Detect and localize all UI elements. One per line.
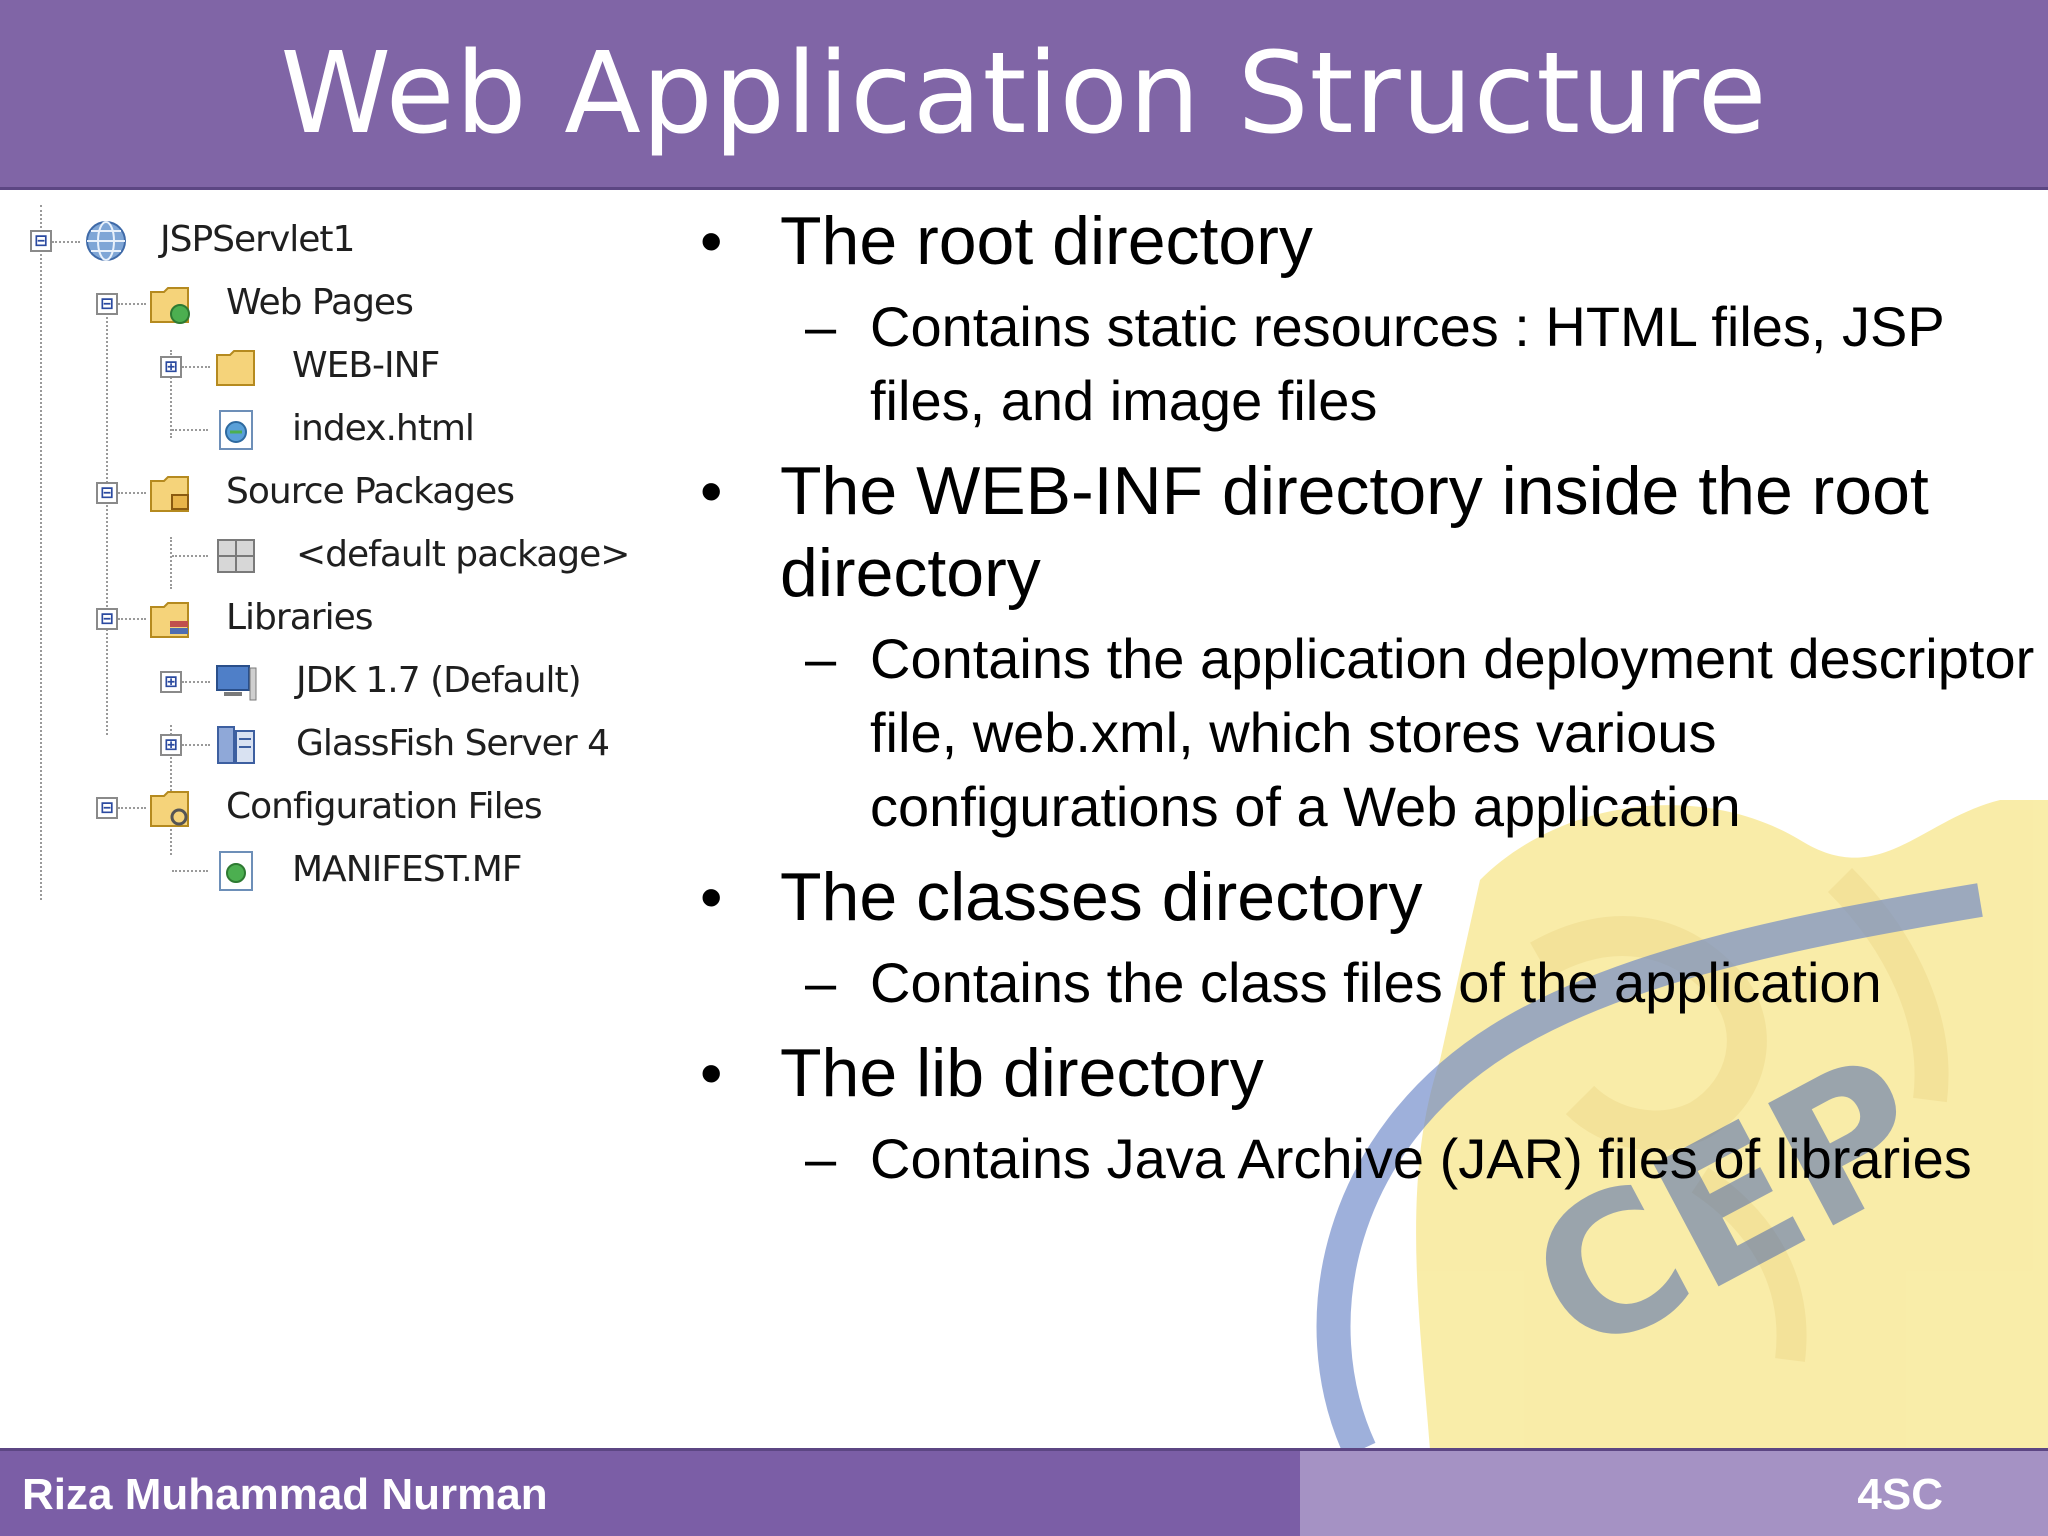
title-bar: Web Application Structure — [0, 0, 2048, 190]
tree-node-project[interactable]: ⊟ JSPServlet1 — [0, 213, 600, 269]
bullet-dot: • — [700, 861, 723, 933]
package-icon — [217, 539, 255, 573]
sub-bullet-text: Contains Java Archive (JAR) files of lib… — [870, 1127, 1972, 1190]
project-tree: ⊟ JSPServlet1 ⊟ Web Pages ⊞ WEB-INF — [0, 205, 680, 905]
collapse-icon[interactable]: ⊟ — [96, 293, 118, 315]
server-library-icon — [217, 726, 255, 764]
watermark-logo: CEP — [1316, 800, 2048, 1450]
tree-node-manifest[interactable]: MANIFEST.MF — [0, 843, 600, 899]
footer-left-bar — [0, 1448, 1300, 1536]
tree-node-label: JDK 1.7 (Default) — [296, 660, 582, 701]
tree-node-label: <default package> — [296, 534, 630, 575]
collapse-icon[interactable]: ⊟ — [30, 230, 52, 252]
footer-right-bar — [1300, 1448, 2048, 1536]
bullet-text: The WEB-INF directory inside the root di… — [780, 453, 1929, 611]
sub-bullet-dash: – — [805, 951, 837, 1014]
bullet-item: • The lib directory — [700, 1032, 2040, 1114]
slide-title: Web Application Structure — [280, 28, 1768, 159]
bullet-item: • The root directory — [700, 200, 2040, 282]
manifest-file-icon — [219, 851, 253, 891]
collapse-icon[interactable]: ⊟ — [96, 482, 118, 504]
tree-node-label: Source Packages — [226, 471, 515, 512]
collapse-icon[interactable]: ⊟ — [96, 608, 118, 630]
library-folder-icon — [150, 602, 189, 638]
globe-icon — [86, 221, 126, 261]
expand-icon[interactable]: ⊞ — [160, 734, 182, 756]
tree-node-label: Libraries — [226, 597, 373, 638]
sub-bullet-text: Contains the class files of the applicat… — [870, 951, 1882, 1014]
bullet-text: The lib directory — [780, 1035, 1264, 1111]
sub-bullet-dash: – — [805, 1127, 837, 1190]
sub-bullet-dash: – — [805, 295, 837, 358]
sub-bullet-item: – Contains the class files of the applic… — [700, 946, 2040, 1020]
sub-bullet-text: Contains the application deployment desc… — [870, 627, 2035, 838]
sub-bullet-dash: – — [805, 627, 837, 690]
expand-icon[interactable]: ⊞ — [160, 356, 182, 378]
sub-bullet-text: Contains static resources : HTML files, … — [870, 295, 1944, 432]
html-file-icon — [219, 410, 253, 450]
bullet-dot: • — [700, 1037, 723, 1109]
config-folder-icon — [150, 791, 189, 827]
bullet-dot: • — [700, 205, 723, 277]
web-folder-icon — [150, 287, 190, 324]
tree-node-source-packages[interactable]: ⊟ Source Packages — [0, 465, 600, 521]
tree-node-index-html[interactable]: index.html — [0, 402, 600, 458]
bullet-dot: • — [700, 455, 723, 527]
tree-node-web-pages[interactable]: ⊟ Web Pages — [0, 276, 600, 332]
bullet-text: The classes directory — [780, 859, 1423, 935]
bullet-item: • The WEB-INF directory inside the root … — [700, 450, 2040, 614]
tree-node-label: MANIFEST.MF — [292, 849, 522, 890]
bullet-item: • The classes directory — [700, 856, 2040, 938]
tree-node-label: Configuration Files — [226, 786, 543, 827]
tree-node-label: GlassFish Server 4 — [296, 723, 610, 764]
footer-course-code: 4SC — [1857, 1470, 1943, 1519]
tree-node-label: Web Pages — [226, 282, 414, 323]
sub-bullet-item: – Contains Java Archive (JAR) files of l… — [700, 1122, 2040, 1196]
tree-node-label: WEB-INF — [292, 345, 440, 386]
tree-node-label: index.html — [292, 408, 475, 449]
folder-icon — [216, 350, 255, 386]
tree-node-configuration-files[interactable]: ⊟ Configuration Files — [0, 780, 600, 836]
tree-node-label: JSPServlet1 — [160, 219, 355, 260]
expand-icon[interactable]: ⊞ — [160, 671, 182, 693]
bullet-list: • The root directory – Contains static r… — [700, 200, 2040, 1208]
footer-author: Riza Muhammad Nurman — [22, 1470, 548, 1519]
tree-node-glassfish[interactable]: ⊞ GlassFish Server 4 — [0, 717, 640, 773]
bullet-text: The root directory — [780, 203, 1313, 279]
sub-bullet-item: – Contains static resources : HTML files… — [700, 290, 2040, 438]
package-folder-icon — [150, 476, 189, 512]
tree-node-web-inf[interactable]: ⊞ WEB-INF — [0, 339, 600, 395]
jdk-icon — [216, 665, 257, 701]
tree-node-libraries[interactable]: ⊟ Libraries — [0, 591, 600, 647]
collapse-icon[interactable]: ⊟ — [96, 797, 118, 819]
tree-node-default-package[interactable]: <default package> — [0, 528, 640, 584]
tree-node-jdk[interactable]: ⊞ JDK 1.7 (Default) — [0, 654, 600, 710]
sub-bullet-item: – Contains the application deployment de… — [700, 622, 2040, 844]
